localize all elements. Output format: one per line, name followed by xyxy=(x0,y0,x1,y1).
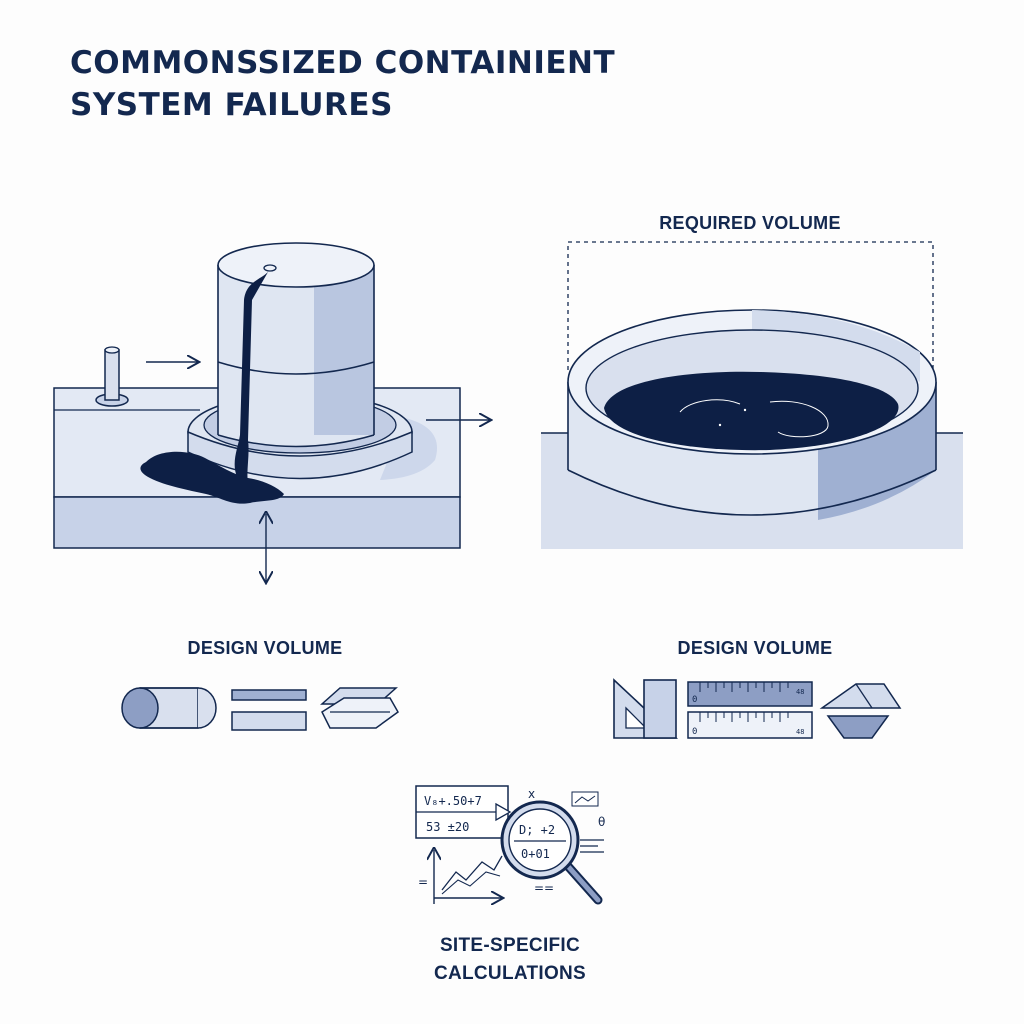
site-specific-calculations-label: SITE-SPECIFIC CALCULATIONS xyxy=(380,932,640,988)
spill-puddle xyxy=(140,451,284,504)
layered-planes-icon xyxy=(320,687,399,729)
ruler-top-start: 0 xyxy=(692,695,697,705)
containment-basin-scene xyxy=(541,241,963,549)
stacked-bars-icon xyxy=(231,689,307,731)
calc-label-line-2: CALCULATIONS xyxy=(433,963,587,984)
page-title: COMMONSSIZED CONTAINIENT SYSTEM FAILURES xyxy=(70,42,770,126)
line-graph-icon xyxy=(434,850,502,904)
magnifier-icon: D; +2 0+01 xyxy=(500,800,603,905)
formula-card: V₈+.50+7 53 ±20 xyxy=(415,785,512,839)
symbol-theta: θ xyxy=(598,815,605,829)
ruler-top-end: 48 xyxy=(796,688,804,696)
leaking-tank-scene xyxy=(53,242,490,582)
calc-label-line-1: SITE-SPECIFIC xyxy=(439,935,581,956)
ruler-bottom-icon: 0 48 xyxy=(687,711,813,739)
design-volume-icons-right: 0 48 0 48 xyxy=(613,678,902,739)
design-volume-label-left: DESIGN VOLUME xyxy=(187,638,343,658)
lens-line-2: 0+01 xyxy=(521,847,550,861)
ruler-bottom-start: 0 xyxy=(692,727,697,737)
prism-planes-icon xyxy=(819,683,902,739)
ruler-bottom-end: 48 xyxy=(796,728,804,736)
text-lines-icon xyxy=(580,839,604,853)
leak-streak xyxy=(234,272,268,501)
contained-liquid xyxy=(604,371,899,451)
design-volume-icons-left xyxy=(121,687,399,731)
required-volume-bracket xyxy=(567,241,934,370)
bollard-icon xyxy=(95,346,129,407)
symbol-x: x xyxy=(528,787,535,801)
design-volume-label-right: DESIGN VOLUME xyxy=(677,638,833,658)
ruler-top-icon: 0 48 xyxy=(687,681,813,707)
equals-sign-1: = xyxy=(418,875,428,889)
mini-chart-icon xyxy=(571,791,599,807)
title-line-2: SYSTEM FAILURES xyxy=(70,87,393,123)
title-line-1: COMMONSSIZED CONTAINIENT xyxy=(70,45,616,81)
calculations-illustration: V₈+.50+7 53 ±20 x θ = == D; +2 xyxy=(415,785,605,905)
formula-line-1: V₈+.50+7 xyxy=(424,794,482,808)
set-square-icon xyxy=(613,678,679,739)
required-volume-label: REQUIRED VOLUME xyxy=(659,213,841,233)
lens-line-1: D; +2 xyxy=(519,823,555,837)
equals-sign-2: == xyxy=(534,881,554,895)
cylinder-icon xyxy=(121,687,217,729)
formula-line-2: 53 ±20 xyxy=(426,820,469,834)
